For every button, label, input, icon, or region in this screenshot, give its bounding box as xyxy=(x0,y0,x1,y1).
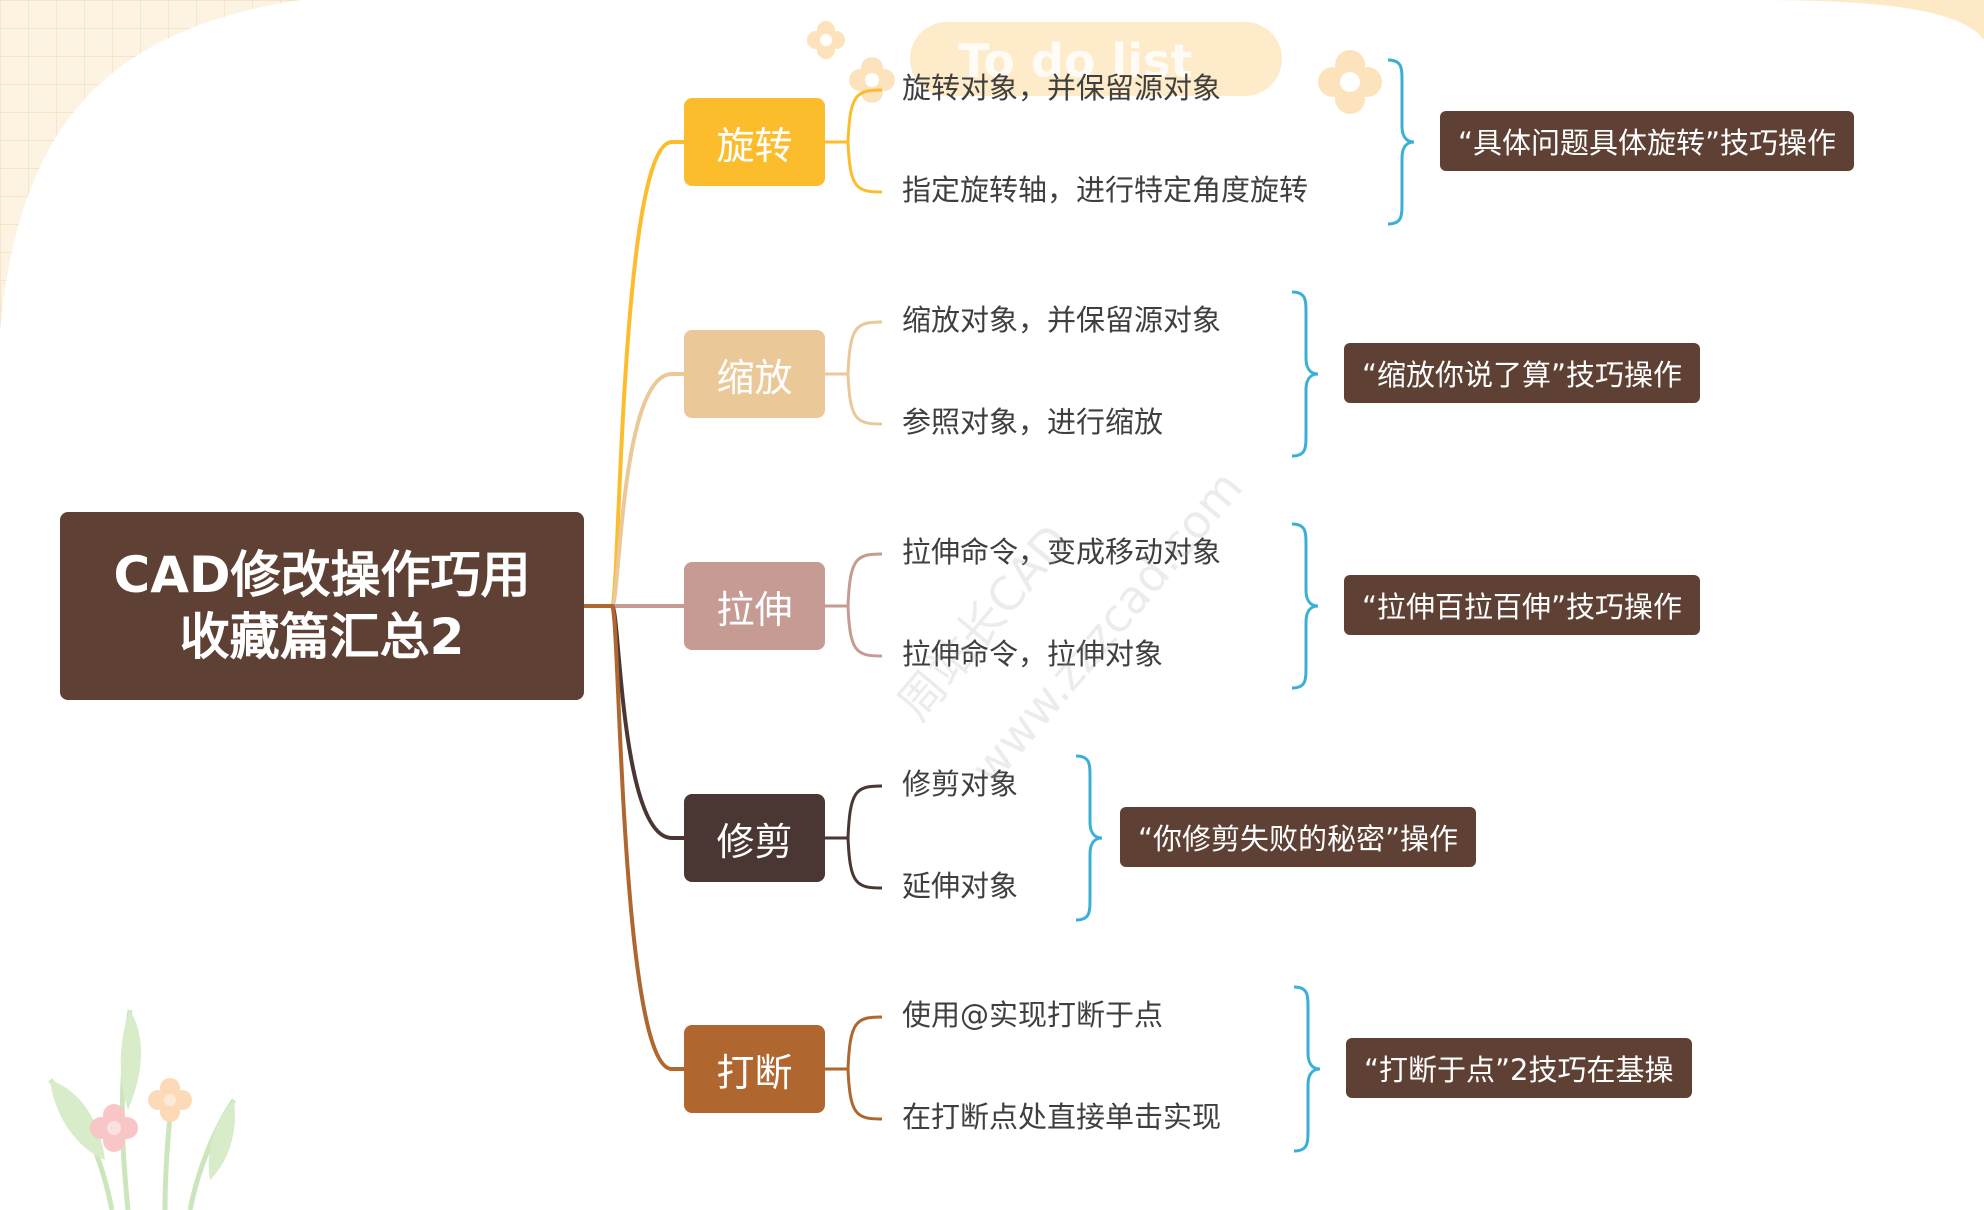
trunk-connector xyxy=(584,604,684,1071)
sub-item: 在打断点处直接单击实现 xyxy=(902,1100,1222,1134)
sub-item: 指定旋转轴，进行特定角度旋转 xyxy=(902,173,1309,207)
branch-label: 旋转 xyxy=(716,123,793,168)
split-connector xyxy=(846,141,883,194)
flower-icon xyxy=(807,21,845,59)
trunk-connector xyxy=(584,372,684,608)
root-title-line1: CAD修改操作巧用 xyxy=(113,546,531,604)
flower-icon xyxy=(849,57,895,103)
split-connector xyxy=(846,784,883,839)
branch-node-rotate[interactable]: 旋转 xyxy=(684,98,825,186)
sub-item: 拉伸命令，变成移动对象 xyxy=(902,535,1222,569)
split-connector xyxy=(846,837,883,890)
plant-icon xyxy=(48,1009,237,1210)
branch-label: 修剪 xyxy=(716,819,793,864)
sub-item: 参照对象，进行缩放 xyxy=(902,405,1164,439)
root-node[interactable]: CAD修改操作巧用 收藏篇汇总2 xyxy=(60,512,584,700)
branch-label: 缩放 xyxy=(716,355,793,400)
split-connector xyxy=(846,605,883,658)
tip-box: “拉伸百拉百伸”技巧操作 xyxy=(1344,575,1701,635)
flower-icon xyxy=(1318,50,1382,114)
branch-node-scale[interactable]: 缩放 xyxy=(684,330,825,418)
split-connector xyxy=(846,88,883,143)
bracket-connector xyxy=(1293,985,1321,1153)
bracket-connector xyxy=(1291,522,1319,690)
trunk-connector xyxy=(584,604,684,840)
branch-node-break[interactable]: 打断 xyxy=(684,1025,825,1113)
split-connector xyxy=(846,1015,883,1070)
bracket-connector xyxy=(1075,754,1103,922)
root-title-line2: 收藏篇汇总2 xyxy=(179,608,465,666)
split-connector xyxy=(846,552,883,607)
sub-item: 缩放对象，并保留源对象 xyxy=(902,303,1222,337)
tip-box: “你修剪失败的秘密”操作 xyxy=(1120,807,1477,867)
sub-item: 使用@实现打断于点 xyxy=(902,998,1164,1032)
tip-box: “缩放你说了算”技巧操作 xyxy=(1344,343,1701,403)
bracket-connector xyxy=(1291,290,1319,458)
badge-pill xyxy=(910,22,1282,96)
tip-box: “具体问题具体旋转”技巧操作 xyxy=(1440,111,1855,171)
sub-item: 拉伸命令，拉伸对象 xyxy=(902,637,1164,671)
branch-label: 打断 xyxy=(716,1050,793,1095)
sub-item: 修剪对象 xyxy=(902,767,1019,801)
sub-item: 旋转对象，并保留源对象 xyxy=(902,71,1222,105)
tip-box: “打断于点”2技巧在基操 xyxy=(1346,1038,1692,1098)
branch-node-stretch[interactable]: 拉伸 xyxy=(684,562,825,650)
split-connector xyxy=(846,320,883,375)
branch-label: 拉伸 xyxy=(716,587,793,632)
split-connector xyxy=(846,373,883,426)
bracket-connector xyxy=(1387,58,1415,226)
badge-title: To do list xyxy=(958,34,1193,88)
sub-item: 延伸对象 xyxy=(902,869,1019,903)
branch-node-trim[interactable]: 修剪 xyxy=(684,794,825,882)
split-connector xyxy=(846,1068,883,1121)
